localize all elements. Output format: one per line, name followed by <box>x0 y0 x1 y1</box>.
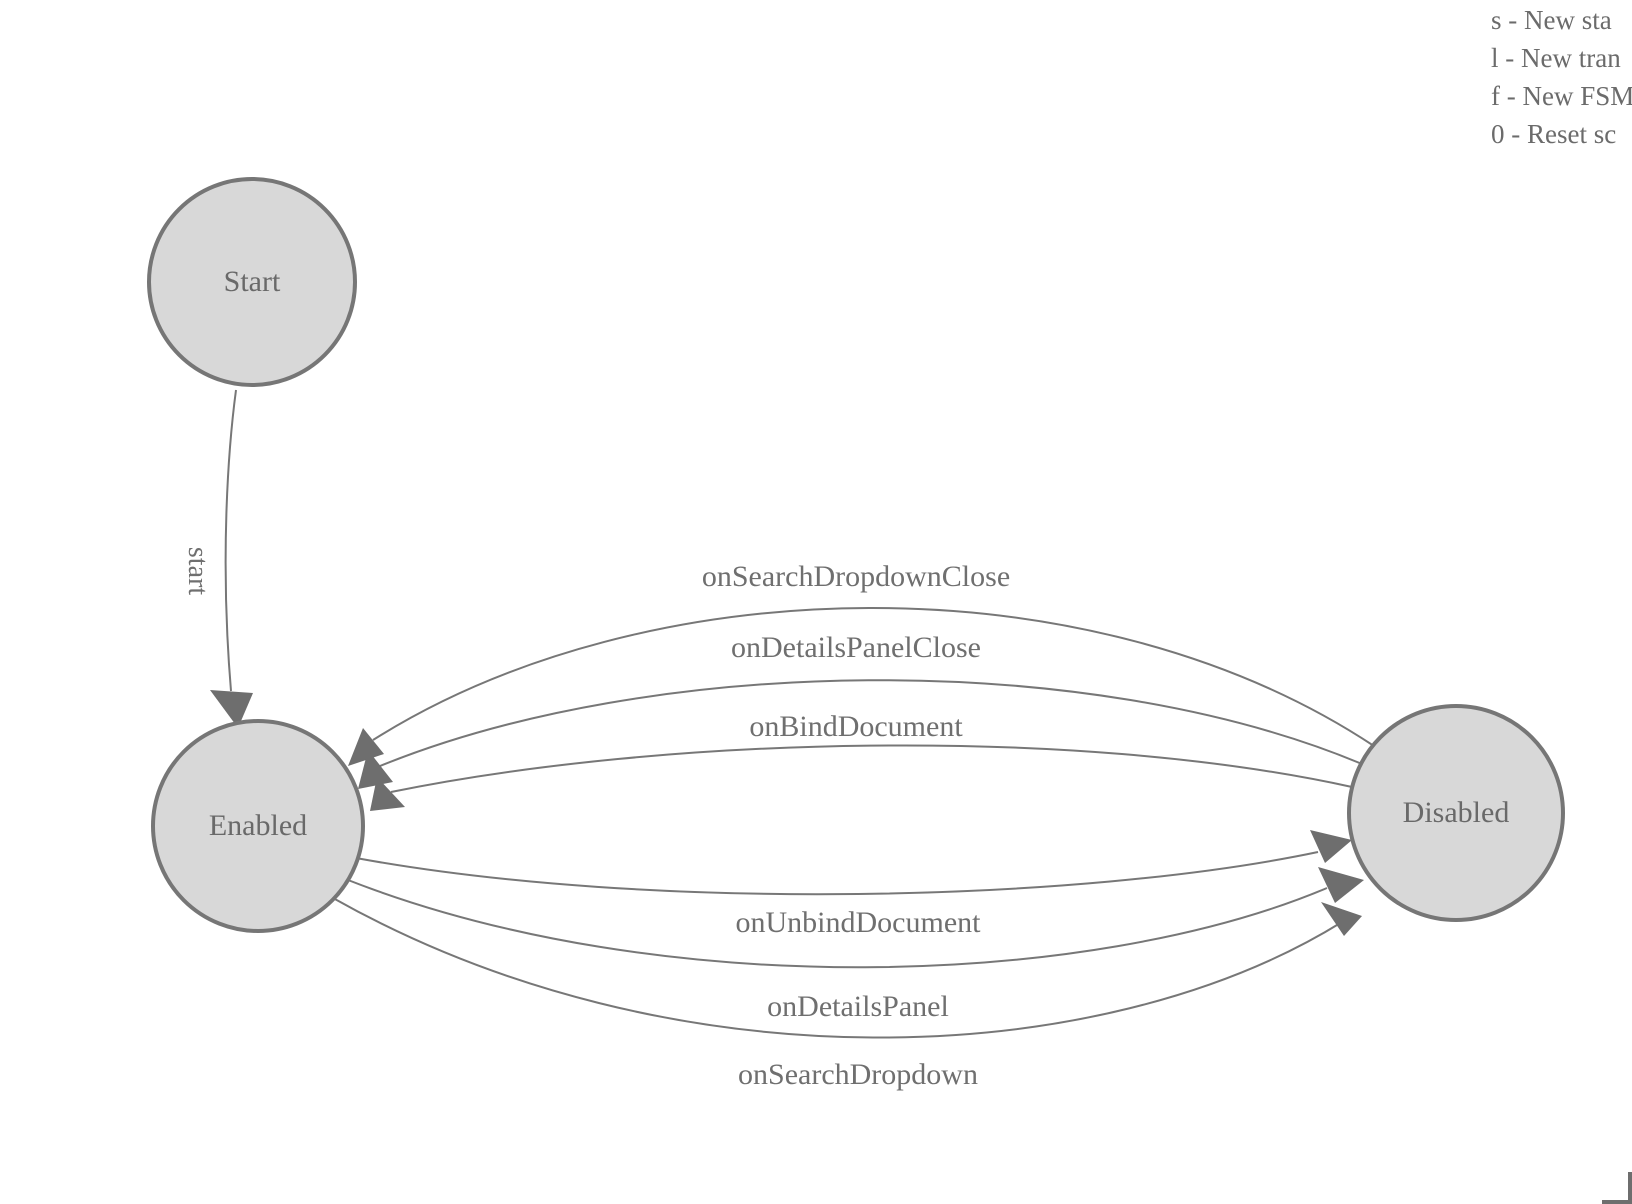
edge-label-start: start <box>182 546 213 596</box>
state-node-start-label: Start <box>223 265 281 298</box>
edge-onDetailsPanelClose <box>379 679 1363 767</box>
edge-onBindDocument <box>390 744 1353 793</box>
edge-start <box>224 389 237 692</box>
edge-label-onDetailsPanelClose: onDetailsPanelClose <box>731 631 981 664</box>
edge-label-onUnbindDocument: onUnbindDocument <box>735 906 981 939</box>
edge-label-onBindDocument: onBindDocument <box>749 710 963 743</box>
arrowhead-onBindDocument <box>370 777 405 811</box>
arrowhead-onSearchDropdown <box>1321 902 1362 936</box>
state-node-start[interactable]: Start <box>147 177 357 387</box>
edge-label-onDetailsPanel: onDetailsPanel <box>767 990 949 1023</box>
arrowhead-onSearchDropdownClose <box>348 728 384 766</box>
edge-onUnbindDocument <box>355 851 1319 896</box>
frame-corner-horizontal-bar <box>1602 1200 1632 1204</box>
arrowhead-onDetailsPanel <box>1318 867 1364 903</box>
edge-onSearchDropdownClose <box>372 607 1375 747</box>
state-node-enabled[interactable]: Enabled <box>151 719 365 933</box>
arrowhead-start <box>210 690 253 728</box>
hotkey-legend: s - New sta l - New tran f - New FSM 0 -… <box>1491 1 1632 153</box>
legend-line-new-fsm: f - New FSM <box>1491 81 1632 111</box>
arrowhead-onUnbindDocument <box>1310 830 1352 863</box>
frame-corner-vertical-bar <box>1628 1172 1632 1204</box>
edge-onDetailsPanel <box>347 879 1328 969</box>
arrowhead-onDetailsPanelClose <box>358 750 393 789</box>
legend-line-reset: 0 - Reset sc <box>1491 119 1617 149</box>
edge-label-onSearchDropdown: onSearchDropdown <box>738 1058 978 1091</box>
legend-line-new-transition: l - New tran <box>1491 43 1621 73</box>
state-node-disabled[interactable]: Disabled <box>1347 704 1565 922</box>
state-node-enabled-label: Enabled <box>208 809 308 842</box>
state-node-disabled-label: Disabled <box>1402 796 1510 829</box>
edge-onSearchDropdown <box>332 897 1343 1039</box>
edge-label-onSearchDropdownClose: onSearchDropdownClose <box>701 560 1011 593</box>
legend-line-new-state: s - New sta <box>1491 5 1612 35</box>
